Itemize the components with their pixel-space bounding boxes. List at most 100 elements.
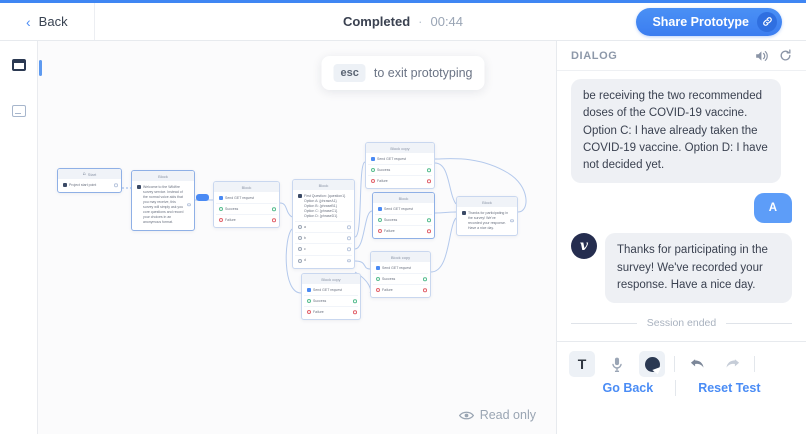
flow-row-text: Thanks for participating in the survey! …	[468, 210, 509, 230]
flow-row-text: Success	[313, 298, 327, 303]
flow-block-title: Block	[373, 193, 434, 203]
connector-port[interactable]	[353, 299, 357, 303]
connector-port[interactable]	[427, 179, 431, 183]
session-timer: 00:44	[430, 14, 464, 29]
card-view-icon[interactable]	[11, 105, 26, 117]
reset-test-button[interactable]: Reset Test	[698, 381, 761, 395]
connector-port[interactable]	[272, 218, 276, 222]
flow-row-text: Send GET request	[225, 195, 254, 200]
connector-port[interactable]	[347, 247, 351, 252]
flow-row-text: d	[304, 258, 306, 262]
microphone-button[interactable]	[604, 351, 630, 377]
connector-port[interactable]	[427, 218, 431, 222]
flow-row-text: Failure	[225, 217, 236, 222]
flow-block-row[interactable]: Send GET request	[373, 263, 428, 273]
connector-port[interactable]	[347, 258, 351, 263]
connector-port[interactable]	[272, 207, 276, 211]
flow-block-row[interactable]: Thanks for participating in the survey! …	[459, 208, 515, 233]
flow-block-row[interactable]: Send GET request	[216, 193, 277, 203]
flow-block-row[interactable]: Success	[304, 295, 358, 306]
connector-port[interactable]	[114, 183, 118, 187]
flow-block-row[interactable]: Send GET request	[368, 154, 432, 164]
connector-port[interactable]	[427, 229, 431, 233]
api-icon	[307, 288, 311, 292]
microphone-icon	[612, 357, 622, 372]
flow-block-row[interactable]: d	[295, 254, 352, 266]
speak-icon	[137, 185, 141, 189]
share-prototype-label: Share Prototype	[652, 14, 749, 29]
text-input-mode-button[interactable]: T	[569, 351, 595, 377]
flow-block-title: Block	[214, 182, 279, 192]
flow-block-row[interactable]: b	[295, 232, 352, 243]
connector-port[interactable]	[427, 168, 431, 172]
interaction-mode-button[interactable]	[639, 351, 665, 377]
divider-line	[571, 322, 637, 324]
flow-block-row[interactable]: c	[295, 243, 352, 254]
flow-row-text: Send GET request	[377, 156, 406, 161]
left-toolbar	[0, 41, 38, 434]
flow-block-row[interactable]: Success	[373, 273, 428, 284]
choice-icon	[298, 247, 302, 252]
api-icon	[378, 207, 382, 211]
choice-icon	[298, 236, 302, 241]
canvas-scroll-indicator[interactable]	[39, 60, 42, 76]
browser-window-icon[interactable]	[11, 59, 26, 71]
redo-button[interactable]	[719, 351, 745, 377]
flow-block-row[interactable]: Welcome to the Wildfire survey service. …	[134, 182, 192, 228]
flow-block-row[interactable]: Send GET request	[304, 285, 358, 295]
undo-button[interactable]	[684, 351, 710, 377]
fail-icon	[219, 218, 223, 223]
connector-port[interactable]	[423, 288, 427, 292]
flow-block-row[interactable]: Failure	[375, 225, 432, 236]
dialog-toolbar: T	[557, 341, 806, 386]
success-icon	[376, 277, 380, 282]
flow-block-row[interactable]: Failure	[373, 284, 428, 295]
share-prototype-button[interactable]: Share Prototype	[636, 7, 782, 36]
flow-block-row[interactable]: a	[295, 221, 352, 232]
connector-port[interactable]	[510, 218, 514, 223]
back-label: Back	[38, 14, 68, 29]
fail-icon	[371, 179, 375, 184]
flow-block-row[interactable]: Send GET request	[375, 204, 432, 214]
success-icon	[371, 168, 375, 173]
flow-row-text: Send GET request	[313, 287, 342, 292]
flow-block-row[interactable]: Success	[216, 203, 277, 214]
connector-port[interactable]	[187, 203, 191, 207]
flow-block-row[interactable]: Failure	[368, 175, 432, 186]
flow-block-row[interactable]: First Question: {question1} Option A: {p…	[295, 191, 352, 221]
flow-row-text: First Question: {question1} Option A: {p…	[304, 193, 346, 218]
api-icon	[371, 157, 375, 161]
connector-port[interactable]	[353, 310, 357, 314]
home-icon: ⌂	[82, 170, 86, 177]
volume-icon[interactable]	[755, 50, 769, 62]
flow-row-text: Send GET request	[382, 265, 411, 270]
success-icon	[219, 207, 223, 212]
chat-message-row: A	[571, 193, 792, 224]
esc-tooltip-text: to exit prototyping	[373, 66, 473, 80]
restart-icon[interactable]	[779, 49, 792, 62]
flow-block-row[interactable]: Project start point	[60, 180, 119, 190]
flow-block-row[interactable]: Failure	[216, 214, 277, 225]
connector-port[interactable]	[423, 277, 427, 281]
flow-block-row[interactable]: Success	[368, 164, 432, 175]
flow-row-text: Failure	[382, 287, 393, 292]
flow-block-row[interactable]: Success	[375, 214, 432, 225]
connector-port[interactable]	[347, 236, 351, 241]
eye-icon	[458, 410, 474, 421]
flow-block-row[interactable]: Failure	[304, 306, 358, 317]
back-button[interactable]: ‹ Back	[0, 3, 95, 40]
speak-icon	[63, 183, 67, 187]
go-back-button[interactable]: Go Back	[602, 381, 654, 395]
connector-port[interactable]	[347, 225, 351, 230]
